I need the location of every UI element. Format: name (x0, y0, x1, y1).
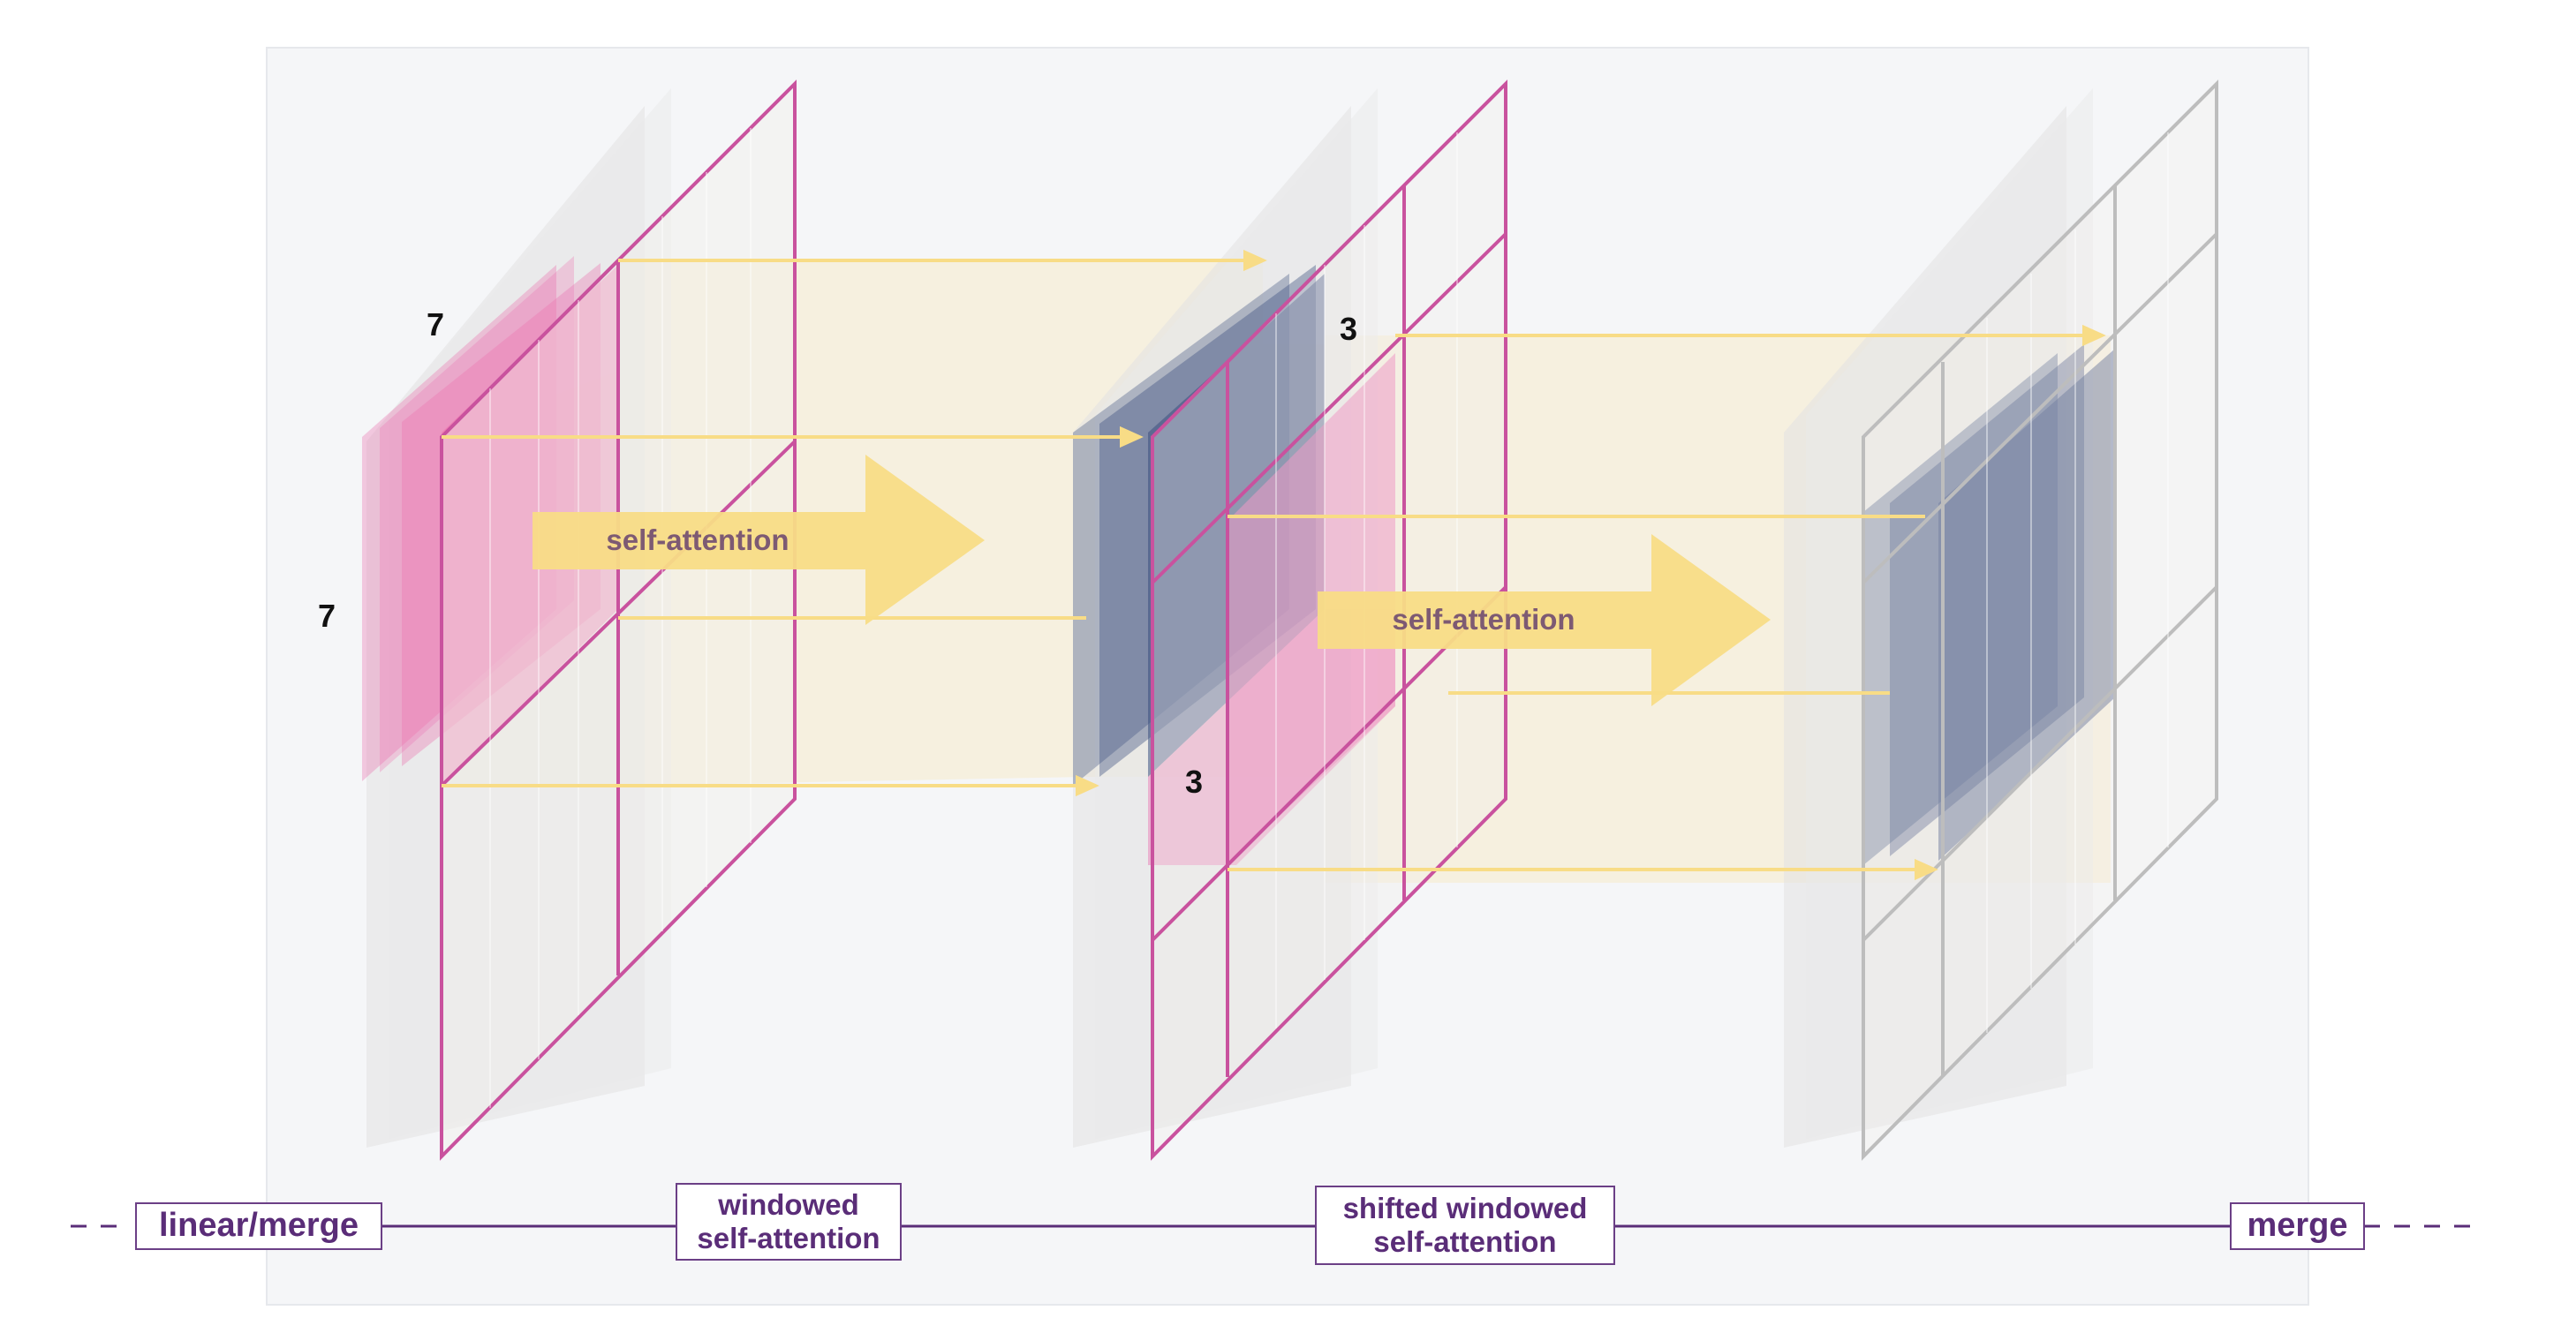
window-size-left-label: 7 (318, 598, 336, 634)
pipeline-node-linear-merge: linear/merge (135, 1202, 382, 1250)
self-attention-arrow-1: self-attention (533, 455, 985, 625)
pipeline-node-label-line-2: self-attention (1373, 1225, 1557, 1258)
shift-size-bottom-label: 3 (1185, 764, 1203, 800)
pipeline-node-label: merge (2247, 1207, 2348, 1245)
pipeline-node-windowed-attention: windowed self-attention (676, 1183, 902, 1261)
shift-size-top-label: 3 (1340, 311, 1357, 347)
pipeline-node-merge: merge (2230, 1202, 2365, 1250)
pipeline-node-label-line-1: windowed (718, 1188, 859, 1222)
plane-gridlines (489, 128, 2169, 1108)
self-attention-arrow-2: self-attention (1318, 534, 1771, 706)
pipeline-node-label: linear/merge (159, 1207, 359, 1245)
block-3-front-plane (1862, 79, 2218, 1161)
pipeline-node-label-line-2: self-attention (697, 1222, 880, 1254)
pipeline-node-label-line-1: shifted windowed (1342, 1192, 1588, 1225)
self-attention-label-2: self-attention (1392, 603, 1575, 636)
self-attention-label-1: self-attention (606, 523, 789, 556)
pipeline-node-shifted-windowed-attention: shifted windowed self-attention (1315, 1186, 1615, 1265)
window-size-top-label: 7 (427, 306, 444, 343)
